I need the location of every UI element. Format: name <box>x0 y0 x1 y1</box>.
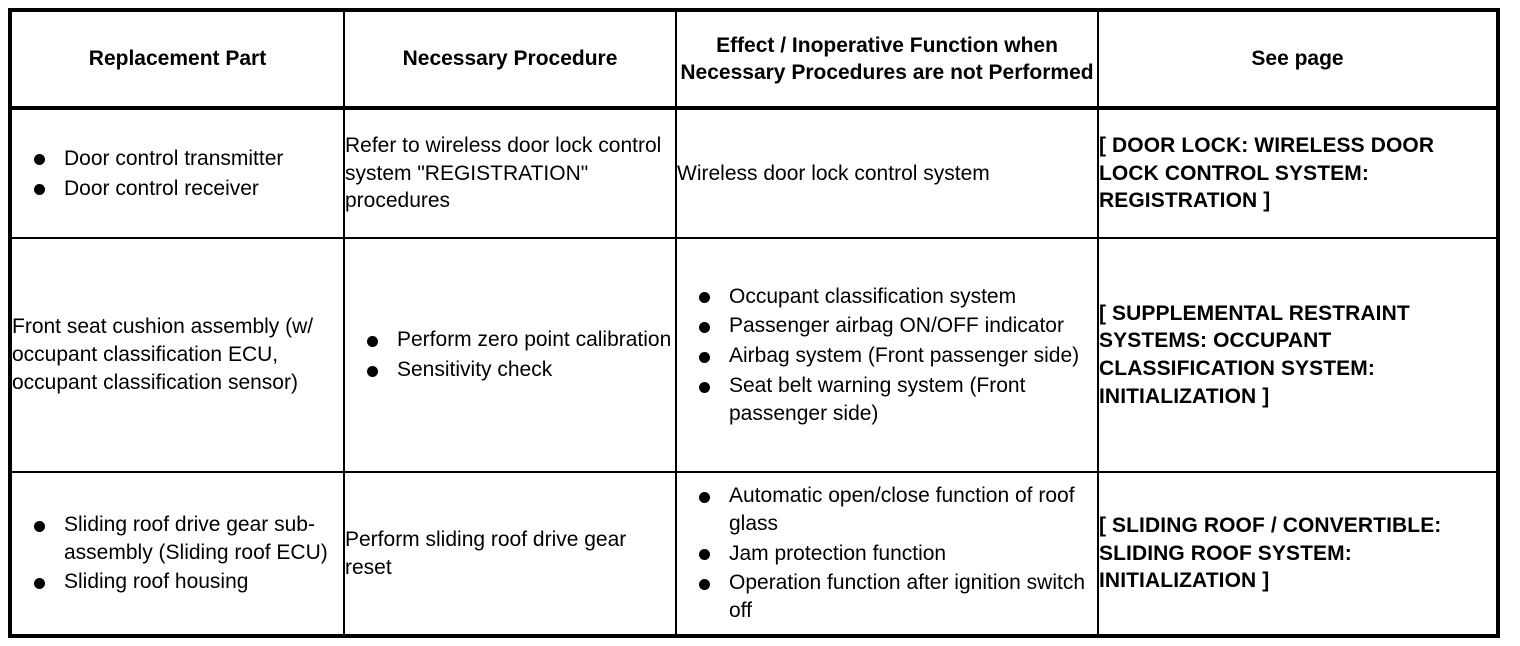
table-row: Door control transmitter Door control re… <box>12 108 1496 239</box>
list-item: Jam protection function <box>699 540 1097 568</box>
procedure-text: Refer to wireless door lock control syst… <box>345 133 662 213</box>
list-item-label: Jam protection function <box>729 541 947 565</box>
list-item: Perform zero point calibration <box>367 326 675 354</box>
bullet-icon <box>699 491 710 503</box>
see-page-reference[interactable]: [ DOOR LOCK: WIRELESS DOOR LOCK CONTROL … <box>1099 133 1435 213</box>
column-header-replacement-part: Replacement Part <box>12 12 345 110</box>
bullet-icon <box>367 335 378 347</box>
bullet-list: Automatic open/close function of roof gl… <box>677 482 1097 625</box>
replacement-part-text: Front seat cushion assembly (w/ occupant… <box>12 315 314 394</box>
bullet-icon <box>34 578 45 590</box>
cell-replacement-part: Sliding roof drive gear sub-assembly (Sl… <box>12 472 345 634</box>
list-item: Door control receiver <box>34 175 343 203</box>
list-item-label: Sliding roof housing <box>64 570 249 594</box>
bullet-icon <box>34 184 45 196</box>
list-item: Seat belt warning system (Front passenge… <box>699 372 1097 427</box>
cell-necessary-procedure: Perform sliding roof drive gear reset <box>344 472 677 634</box>
table-body: Door control transmitter Door control re… <box>12 108 1496 634</box>
list-item: Sliding roof housing <box>34 568 343 596</box>
list-item-label: Airbag system (Front passenger side) <box>729 344 1080 368</box>
list-item-label: Occupant classification system <box>729 284 1017 308</box>
bullet-list: Sliding roof drive gear sub-assembly (Sl… <box>12 511 343 596</box>
procedure-text: Perform sliding roof drive gear reset <box>345 527 627 579</box>
see-page-reference[interactable]: [ SLIDING ROOF / CONVERTIBLE: SLIDING RO… <box>1099 513 1442 593</box>
list-item-label: Sensitivity check <box>397 358 553 381</box>
list-item: Passenger airbag ON/OFF indicator <box>699 312 1097 340</box>
cell-see-page: [ SLIDING ROOF / CONVERTIBLE: SLIDING RO… <box>1098 472 1496 634</box>
list-item-label: Perform zero point calibration <box>397 328 672 352</box>
cell-necessary-procedure: Perform zero point calibration Sensitivi… <box>344 238 677 473</box>
list-item: Automatic open/close function of roof gl… <box>699 482 1097 537</box>
cell-effect: Automatic open/close function of roof gl… <box>676 472 1099 634</box>
spec-table: Replacement Part Necessary Procedure Eff… <box>12 12 1496 634</box>
column-header-necessary-procedure: Necessary Procedure <box>344 12 677 110</box>
list-item-label: Door control receiver <box>64 176 259 200</box>
see-page-reference[interactable]: [ SUPPLEMENTAL RESTRAINT SYSTEMS: OCCUPA… <box>1099 301 1410 408</box>
list-item: Sliding roof drive gear sub-assembly (Sl… <box>34 511 343 566</box>
bullet-icon <box>34 520 45 532</box>
bullet-icon <box>699 351 710 363</box>
bullet-icon <box>699 292 710 304</box>
effect-text: Wireless door lock control system <box>677 161 990 185</box>
column-header-effect: Effect / Inoperative Function when Neces… <box>676 12 1099 110</box>
bullet-icon <box>699 579 710 591</box>
list-item-label: Passenger airbag ON/OFF indicator <box>729 314 1064 338</box>
table-header: Replacement Part Necessary Procedure Eff… <box>12 12 1496 110</box>
bullet-icon <box>699 549 710 561</box>
cell-see-page: [ SUPPLEMENTAL RESTRAINT SYSTEMS: OCCUPA… <box>1098 238 1496 473</box>
list-item-label: Door control transmitter <box>64 146 284 170</box>
list-item-label: Sliding roof drive gear sub-assembly (Sl… <box>64 512 328 564</box>
bullet-icon <box>367 365 378 377</box>
list-item: Operation function after ignition switch… <box>699 569 1097 624</box>
list-item: Door control transmitter <box>34 145 343 173</box>
table-row: Sliding roof drive gear sub-assembly (Sl… <box>12 472 1496 634</box>
list-item: Airbag system (Front passenger side) <box>699 342 1097 370</box>
cell-effect: Occupant classification system Passenger… <box>676 238 1099 473</box>
replacement-part-procedure-table: Replacement Part Necessary Procedure Eff… <box>8 8 1500 638</box>
list-item: Occupant classification system <box>699 283 1097 311</box>
bullet-list: Perform zero point calibration Sensitivi… <box>345 326 675 383</box>
cell-replacement-part: Door control transmitter Door control re… <box>12 108 345 239</box>
list-item-label: Seat belt warning system (Front passenge… <box>729 373 1026 425</box>
bullet-icon <box>699 381 710 393</box>
bullet-icon <box>34 154 45 166</box>
bullet-icon <box>699 322 710 334</box>
list-item: Sensitivity check <box>367 356 675 384</box>
table-row: Front seat cushion assembly (w/ occupant… <box>12 238 1496 473</box>
cell-effect: Wireless door lock control system <box>676 108 1099 239</box>
list-item-label: Automatic open/close function of roof gl… <box>729 484 1075 535</box>
cell-necessary-procedure: Refer to wireless door lock control syst… <box>344 108 677 239</box>
column-header-see-page: See page <box>1098 12 1496 110</box>
list-item-label: Operation function after ignition switch… <box>729 571 1086 623</box>
header-row: Replacement Part Necessary Procedure Eff… <box>12 12 1496 110</box>
bullet-list: Door control transmitter Door control re… <box>12 145 343 202</box>
cell-replacement-part: Front seat cushion assembly (w/ occupant… <box>12 238 345 473</box>
bullet-list: Occupant classification system Passenger… <box>677 283 1097 428</box>
cell-see-page: [ DOOR LOCK: WIRELESS DOOR LOCK CONTROL … <box>1098 108 1496 239</box>
